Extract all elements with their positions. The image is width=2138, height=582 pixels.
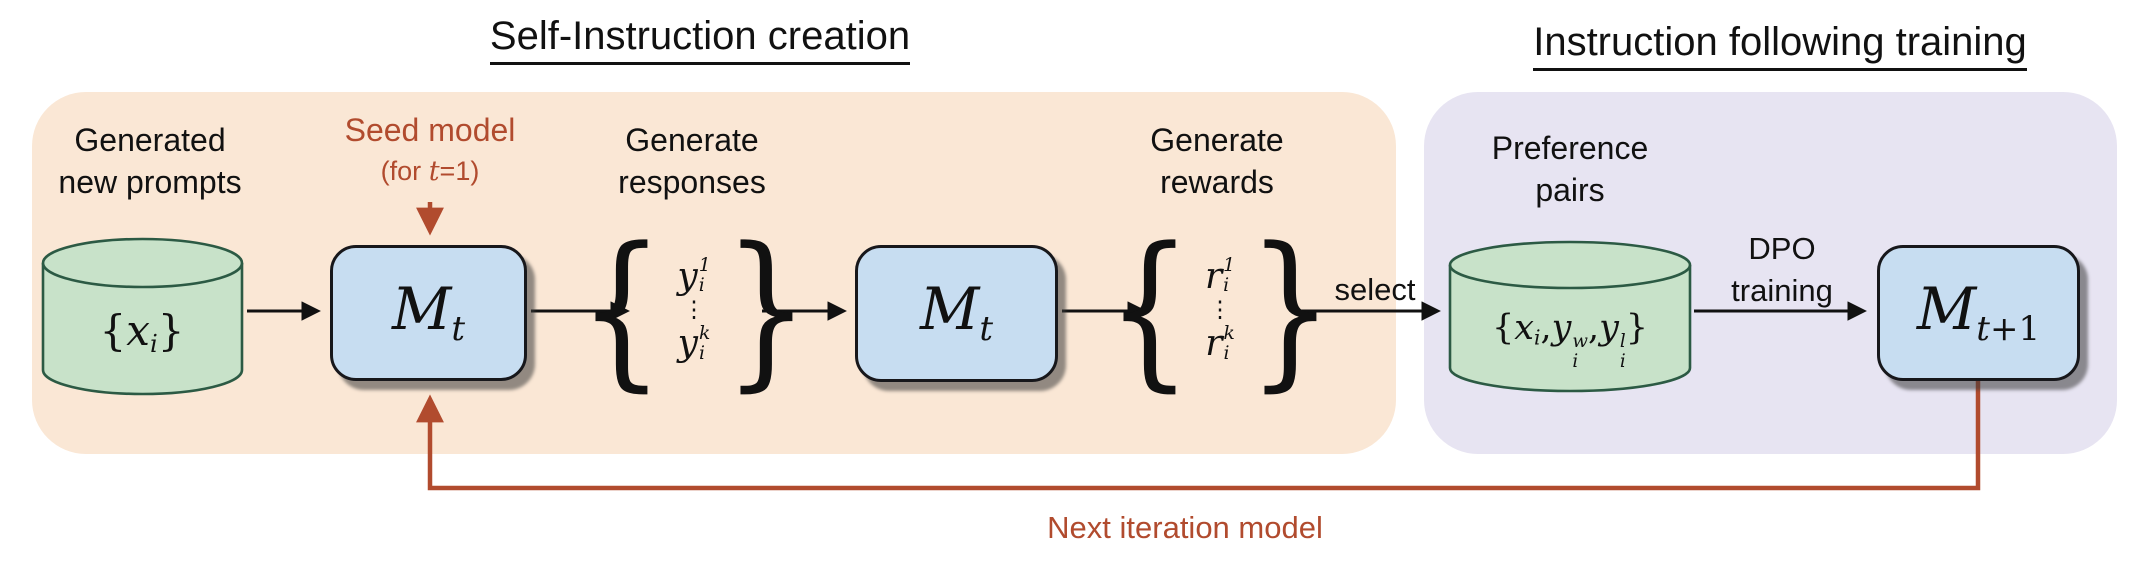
model-mt-plus-1-label: Mt+1: [1916, 274, 2041, 350]
preference-pairs-label: Preference pairs: [1491, 130, 1649, 208]
vertical-dots: ⋮: [1208, 296, 1232, 323]
generate-rewards-label: Generate rewards: [1150, 122, 1284, 200]
self-instruction-panel: [32, 92, 1396, 454]
model-box-mt-first: Mt: [330, 245, 527, 381]
vertical-dots: ⋮: [682, 296, 706, 323]
prompts-cylinder-icon: [41, 237, 244, 396]
dpo-training-label: DPO training: [1731, 231, 1833, 308]
section-title-self-instruction: Self-Instruction creation: [380, 14, 1020, 65]
model-box-mt-plus-1: Mt+1: [1877, 245, 2080, 381]
seed-model-label: Seed model (for t=1): [325, 110, 535, 189]
section-title-instruction-following: Instruction following training: [1450, 20, 2110, 71]
next-iteration-model-label: Next iteration model: [1047, 510, 1323, 545]
select-label: select: [1334, 272, 1416, 307]
next-iteration-loop-arrow: [416, 380, 1981, 491]
generate-responses-label: Generate responses: [618, 122, 766, 200]
seed-model-note: (for t=1): [380, 155, 480, 187]
pairs-cylinder-icon: [1448, 240, 1692, 393]
prompts-set-formula: {xi}: [99, 306, 185, 358]
generated-new-prompts-label: Generated new prompts: [58, 122, 242, 200]
model-box-mt-second: Mt: [855, 245, 1058, 382]
model-mt-label: Mt: [919, 275, 994, 350]
model-mt-label: Mt: [391, 274, 466, 350]
